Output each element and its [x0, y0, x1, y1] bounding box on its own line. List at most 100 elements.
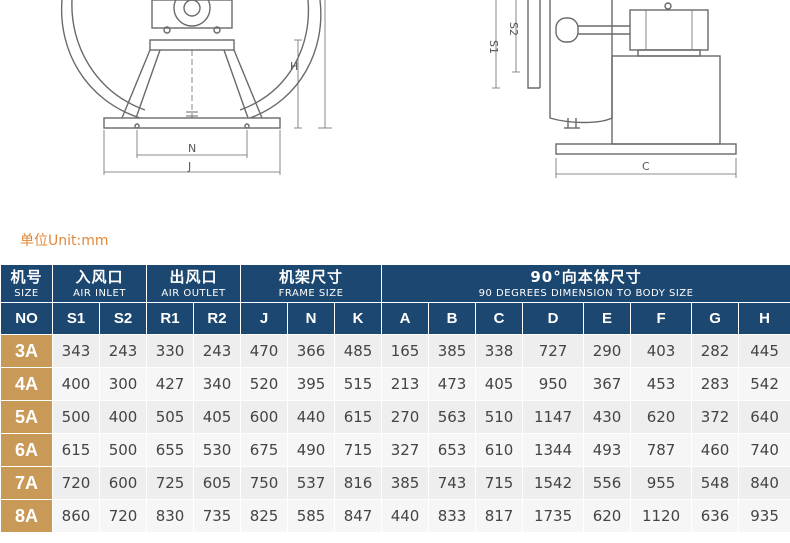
- table-cell: 735: [193, 499, 242, 533]
- table-cell: 860: [52, 499, 100, 533]
- column-header-s2: S2: [98, 302, 148, 335]
- table-cell: 500: [52, 400, 100, 434]
- table-cell: 213: [381, 367, 430, 401]
- group-size-en: SIZE: [14, 287, 39, 299]
- size-cell: 7A: [0, 466, 53, 500]
- table-cell: 720: [52, 466, 100, 500]
- table-cell: 615: [334, 400, 383, 434]
- front-label-h: H: [290, 60, 298, 73]
- table-cell: 1120: [630, 499, 693, 533]
- table-cell: 1344: [522, 433, 585, 467]
- table-cell: 715: [334, 433, 383, 467]
- size-cell: 8A: [0, 499, 53, 533]
- table-cell: 935: [738, 499, 790, 533]
- group-air-outlet-en: AIR OUTLET: [161, 287, 226, 299]
- dimension-table: 机号 SIZE 入风口 AIR INLET 出风口 AIR OUTLET 机架尺…: [0, 264, 790, 533]
- table-cell: 367: [583, 367, 632, 401]
- table-cell: 847: [334, 499, 383, 533]
- group-air-outlet: 出风口 AIR OUTLET: [146, 264, 242, 303]
- column-header-j: J: [240, 302, 289, 335]
- table-cell: 366: [287, 334, 336, 368]
- column-header-h: H: [738, 302, 790, 335]
- table-cell: 405: [193, 400, 242, 434]
- group-air-outlet-cn: 出风口: [169, 267, 218, 286]
- group-air-inlet: 入风口 AIR INLET: [51, 264, 148, 303]
- size-cell: 5A: [0, 400, 53, 434]
- table-cell: 282: [691, 334, 740, 368]
- table-group-header-row: 机号 SIZE 入风口 AIR INLET 出风口 AIR OUTLET 机架尺…: [0, 264, 790, 303]
- table-cell: 165: [381, 334, 430, 368]
- table-cell: 787: [630, 433, 693, 467]
- column-header-r2: R2: [193, 302, 242, 335]
- technical-drawing: H N J: [0, 0, 790, 200]
- table-cell: 485: [334, 334, 383, 368]
- side-dimensions: [492, 0, 737, 178]
- table-cell: 460: [691, 433, 740, 467]
- table-cell: 290: [583, 334, 632, 368]
- table-cell: 440: [381, 499, 430, 533]
- front-view: [60, 0, 322, 129]
- column-header-r1: R1: [146, 302, 195, 335]
- table-cell: 400: [98, 400, 148, 434]
- table-cell: 830: [146, 499, 195, 533]
- table-cell: 500: [98, 433, 148, 467]
- side-label-c: C: [642, 160, 650, 173]
- table-cell: 610: [475, 433, 524, 467]
- side-label-s2: S2: [507, 22, 520, 36]
- group-air-inlet-cn: 入风口: [75, 267, 124, 286]
- table-cell: 537: [287, 466, 336, 500]
- column-header-s1: S1: [52, 302, 100, 335]
- size-cell: 3A: [0, 334, 53, 368]
- table-cell: 520: [240, 367, 289, 401]
- size-cell: 4A: [0, 367, 53, 401]
- group-air-inlet-en: AIR INLET: [73, 287, 126, 299]
- table-cell: 470: [240, 334, 289, 368]
- table-cell: 330: [146, 334, 195, 368]
- table-cell: 725: [146, 466, 195, 500]
- table-cell: 427: [146, 367, 195, 401]
- table-cell: 548: [691, 466, 740, 500]
- group-body-size: 90°向本体尺寸 90 DEGREES DIMENSION TO BODY SI…: [381, 264, 790, 303]
- table-cell: 615: [52, 433, 100, 467]
- column-header-d: D: [522, 302, 585, 335]
- table-cell: 620: [630, 400, 693, 434]
- group-body-size-cn: 90°向本体尺寸: [530, 267, 642, 286]
- table-cell: 840: [738, 466, 790, 500]
- table-cell: 510: [475, 400, 524, 434]
- table-cell: 600: [98, 466, 148, 500]
- column-header-c: C: [475, 302, 524, 335]
- table-cell: 385: [428, 334, 477, 368]
- table-cell: 816: [334, 466, 383, 500]
- table-cell: 530: [193, 433, 242, 467]
- table-cell: 653: [428, 433, 477, 467]
- table-cell: 817: [475, 499, 524, 533]
- table-cell: 515: [334, 367, 383, 401]
- table-cell: 636: [691, 499, 740, 533]
- table-cell: 338: [475, 334, 524, 368]
- front-label-j: J: [187, 160, 191, 173]
- unit-label: 单位Unit:mm: [20, 233, 109, 249]
- table-cell: 400: [52, 367, 100, 401]
- group-size-cn: 机号: [10, 267, 43, 286]
- table-cell: 243: [193, 334, 242, 368]
- table-cell: 605: [193, 466, 242, 500]
- table-cell: 340: [193, 367, 242, 401]
- table-cell: 453: [630, 367, 693, 401]
- table-cell: 825: [240, 499, 289, 533]
- column-header-a: A: [381, 302, 430, 335]
- table-cell: 1735: [522, 499, 585, 533]
- table-cell: 445: [738, 334, 790, 368]
- table-cell: 327: [381, 433, 430, 467]
- table-cell: 727: [522, 334, 585, 368]
- column-header-k: K: [334, 302, 383, 335]
- column-header-f: F: [630, 302, 693, 335]
- table-cell: 430: [583, 400, 632, 434]
- table-cell: 243: [98, 334, 148, 368]
